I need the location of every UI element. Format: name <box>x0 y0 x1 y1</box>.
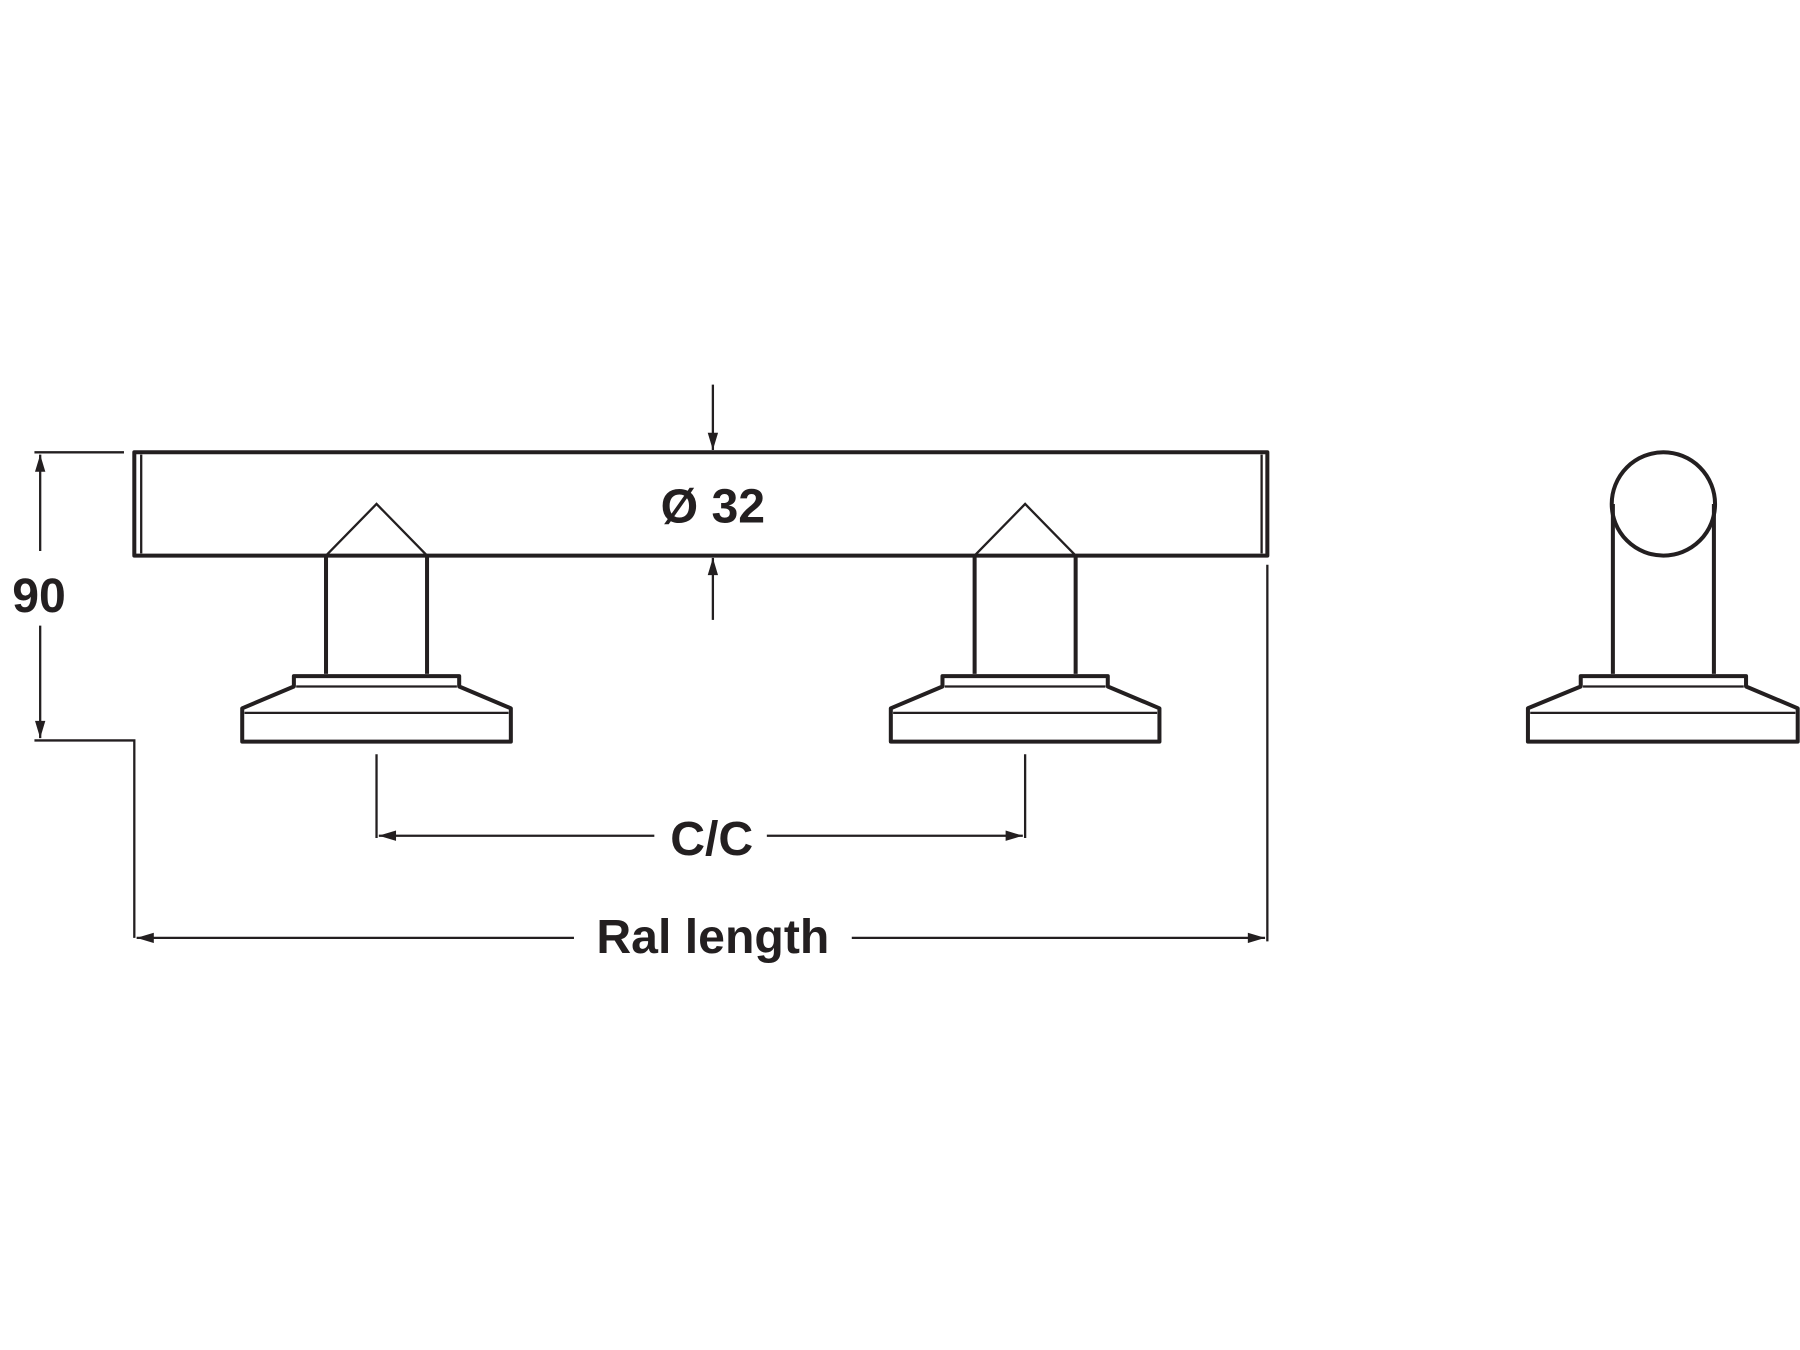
right-post <box>888 502 1162 744</box>
cc-dimension: C/C <box>375 754 1027 866</box>
front-view <box>132 450 1270 744</box>
height-dimension: 90 <box>12 451 136 938</box>
diameter-label: Ø 32 <box>661 479 766 533</box>
left-post <box>240 502 513 744</box>
handle-bar <box>132 450 1270 558</box>
cc-label: C/C <box>670 812 753 866</box>
length-label: Ral length <box>596 910 829 964</box>
diameter-dimension: Ø 32 <box>661 384 766 620</box>
length-dimension: Ral length <box>136 564 1269 964</box>
side-view <box>1525 450 1800 744</box>
height-label: 90 <box>12 569 66 623</box>
